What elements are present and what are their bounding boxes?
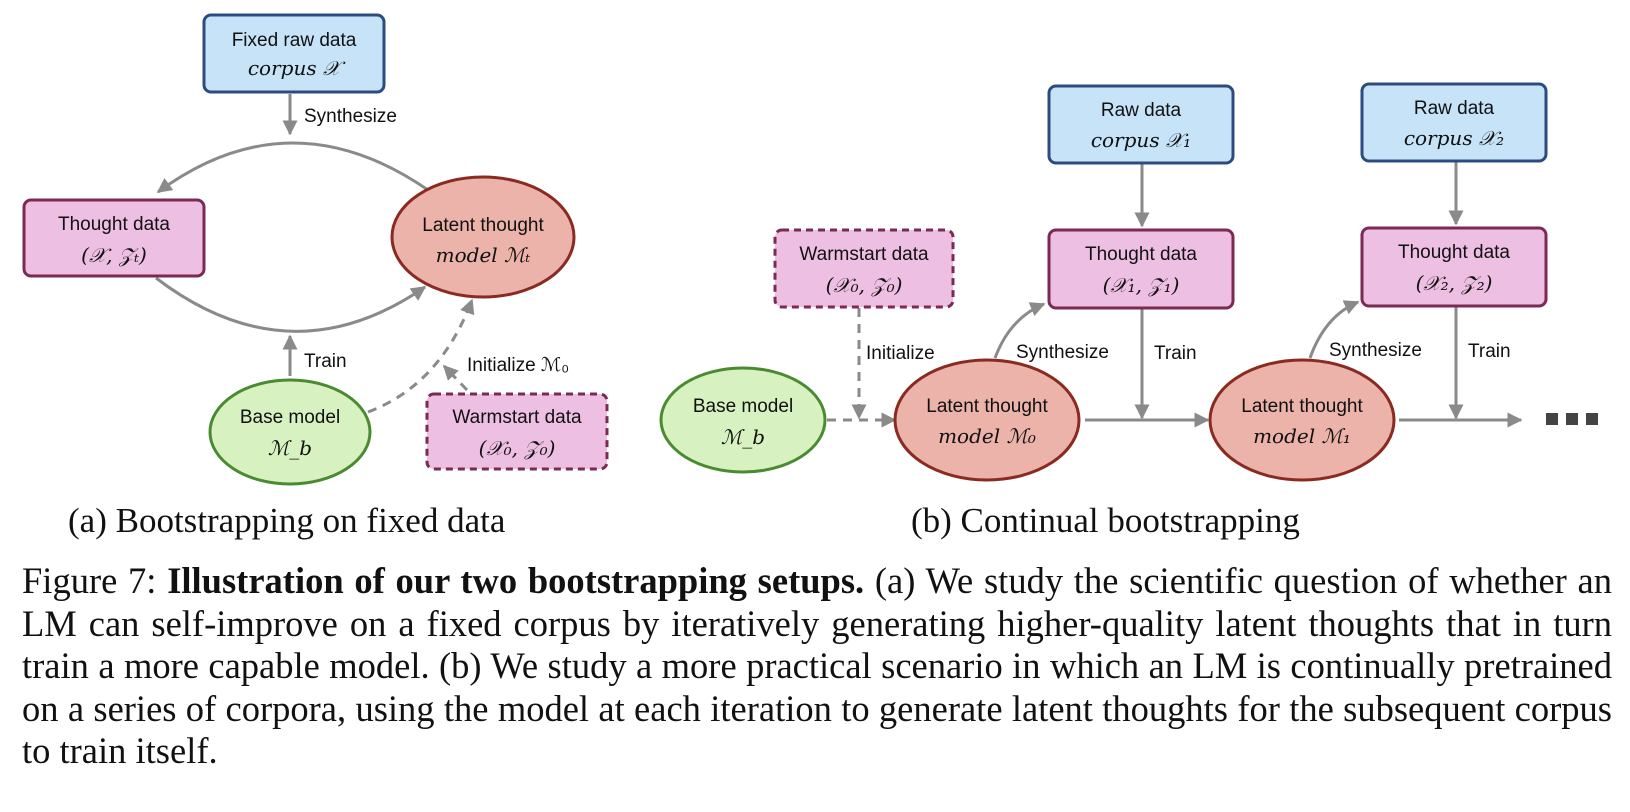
label-train-a: Train: [304, 351, 347, 372]
latent-model-ellipse-0: Latent thought model ℳ₀: [893, 358, 1081, 482]
panel-a: Fixed raw data corpus 𝒳 Thought data (𝒳,…: [22, 13, 609, 540]
thought-data-box-1: Thought data (𝒳₁, 𝒵₁): [1047, 228, 1235, 310]
base-b-line2: ℳ_b: [721, 425, 765, 449]
warm-b-line1: Warmstart data: [799, 244, 929, 265]
subcaption-b: (b) Continual bootstrapping: [911, 501, 1300, 540]
raw2-line2: corpus 𝒳₂: [1404, 126, 1504, 150]
fixed-raw-line1: Fixed raw data: [232, 30, 357, 51]
warm-a-line2: (𝒳₀, 𝒵₀): [479, 436, 556, 460]
raw1-line2: corpus 𝒳₁: [1091, 128, 1191, 152]
panel-b: Raw data corpus 𝒳₁ Raw data corpus 𝒳₂ Wa…: [659, 82, 1598, 540]
fixed-raw-line2: corpus 𝒳: [248, 56, 346, 80]
thought-data-box-2: Thought data (𝒳₂, 𝒵₂): [1360, 226, 1548, 308]
edge-top-arc: [156, 141, 429, 194]
subcaption-a: (a) Bootstrapping on fixed data: [68, 501, 506, 540]
thought1-line1: Thought data: [1085, 244, 1197, 265]
thought-a-line2: (𝒳, 𝒵ₜ): [81, 243, 147, 267]
bootstrapping-diagram: Fixed raw data corpus 𝒳 Thought data (𝒳,…: [22, 13, 1598, 540]
raw2-line1: Raw data: [1414, 98, 1495, 119]
figure-caption: Figure 7: Illustration of our two bootst…: [22, 560, 1612, 773]
fixed-raw-data-box: Fixed raw data corpus 𝒳: [202, 13, 386, 94]
thought-a-line1: Thought data: [58, 214, 170, 235]
label-initialize-b: Initialize: [866, 343, 935, 364]
edge-init-dashed-a: [367, 298, 475, 414]
edge-synthesize-b1: [993, 302, 1046, 359]
latent-model-ellipse-a: Latent thought model ℳₜ: [390, 175, 576, 299]
latent0-line1: Latent thought: [926, 396, 1048, 417]
latent-a-line1: Latent thought: [422, 215, 544, 236]
latent-model-ellipse-1: Latent thought model ℳ₁: [1208, 358, 1396, 482]
warm-a-line1: Warmstart data: [452, 407, 582, 428]
warmstart-box-a: Warmstart data (𝒳₀, 𝒵₀): [425, 392, 609, 471]
label-initialize-a: Initialize ℳ₀: [467, 355, 569, 376]
base-a-line1: Base model: [240, 407, 340, 428]
latent1-line2: model ℳ₁: [1253, 424, 1351, 448]
thought2-line2: (𝒳₂, 𝒵₂): [1416, 271, 1493, 295]
edge-warm-init-a: [442, 364, 469, 392]
warm-b-line2: (𝒳₀, 𝒵₀): [826, 273, 903, 297]
continuation-ellipsis: [1546, 413, 1598, 425]
latent-a-line2: model ℳₜ: [436, 243, 531, 267]
warmstart-box-b: Warmstart data (𝒳₀, 𝒵₀): [773, 228, 955, 309]
caption-body: (a) We study the scientific question of …: [22, 560, 1612, 771]
thought-data-box-a: Thought data (𝒳, 𝒵ₜ): [22, 198, 206, 278]
raw-data-box-2: Raw data corpus 𝒳₂: [1360, 82, 1548, 163]
thought2-line1: Thought data: [1398, 242, 1510, 263]
label-train-b1: Train: [1154, 343, 1197, 364]
latent1-line1: Latent thought: [1241, 396, 1363, 417]
thought1-line2: (𝒳₁, 𝒵₁): [1103, 273, 1180, 297]
caption-figure-label: Figure 7:: [22, 560, 168, 601]
base-model-ellipse-a: Base model ℳ_b: [208, 378, 372, 486]
base-a-line2: ℳ_b: [268, 436, 312, 460]
label-train-b2: Train: [1468, 341, 1511, 362]
raw-data-box-1: Raw data corpus 𝒳₁: [1047, 84, 1235, 165]
latent0-line2: model ℳ₀: [938, 424, 1036, 448]
label-synthesize-b1: Synthesize: [1016, 342, 1109, 363]
edge-bottom-arc: [155, 276, 427, 333]
label-synthesize-a: Synthesize: [304, 106, 397, 127]
base-model-ellipse-b: Base model ℳ_b: [659, 366, 827, 474]
label-synthesize-b2: Synthesize: [1329, 340, 1422, 361]
caption-bold-title: Illustration of our two bootstrapping se…: [167, 560, 865, 601]
edge-synthesize-b2: [1308, 300, 1360, 359]
raw1-line1: Raw data: [1101, 100, 1182, 121]
base-b-line1: Base model: [693, 396, 793, 417]
